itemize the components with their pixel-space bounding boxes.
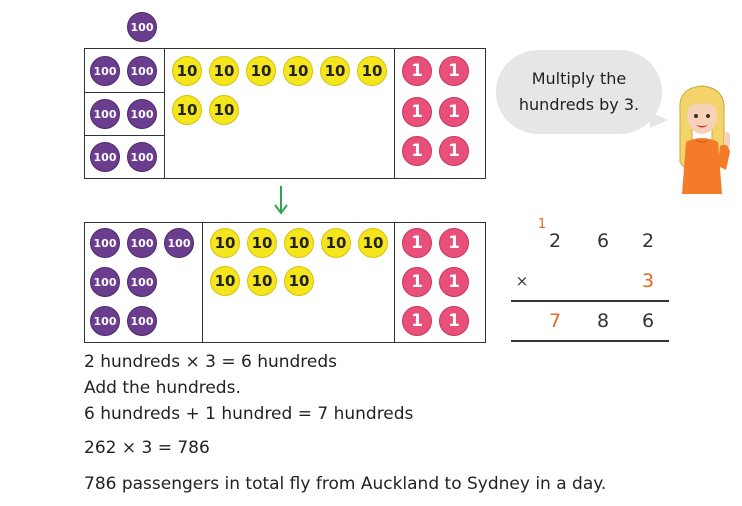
answer-tens-digit: 8 [596,310,610,332]
multiplicand-hundreds-digit: 2 [548,230,562,252]
ten-counter: 10 [209,56,239,86]
bottom-hundreds-column [84,222,203,343]
hundred-counter: 100 [90,306,120,336]
ten-counter: 10 [210,266,240,296]
one-counter: 1 [439,306,469,336]
carry-digit: 1 [537,217,547,232]
one-counter: 1 [402,228,432,258]
hundred-counter: 100 [90,99,120,129]
one-counter: 1 [439,97,469,127]
hundred-counter: 100 [90,267,120,297]
explanation-line-2: Add the hundreds. [84,378,241,398]
ten-counter: 10 [209,95,239,125]
answer-hundreds-digit: 7 [548,310,562,332]
hundred-counter: 100 [127,142,157,172]
speech-bubble: Multiply the hundreds by 3. [496,50,662,134]
one-counter: 1 [439,228,469,258]
ten-counter: 10 [283,56,313,86]
calculation-summary: 262 × 3 = 786 [84,438,210,458]
ten-counter: 10 [284,266,314,296]
speech-line-1: Multiply the [531,69,627,88]
hundred-counter: 100 [127,56,157,86]
column-line-bottom [511,340,669,342]
one-counter: 1 [439,56,469,86]
speech-bubble-tail [650,112,668,128]
ten-counter: 10 [321,228,351,258]
top-hundreds-group-3 [84,135,165,179]
ten-counter: 10 [247,266,277,296]
ten-counter: 10 [247,228,277,258]
down-arrow-icon [274,186,288,215]
ten-counter: 10 [320,56,350,86]
hundred-counter: 100 [127,267,157,297]
one-counter: 1 [402,306,432,336]
multiply-sign: × [515,272,529,290]
one-counter: 1 [402,56,432,86]
multiplicand-tens-digit: 6 [596,230,610,252]
ten-counter: 10 [358,228,388,258]
ten-counter: 10 [357,56,387,86]
girl-character-illustration [679,85,730,194]
ten-counter: 10 [172,95,202,125]
one-counter: 1 [439,136,469,166]
conclusion-sentence: 786 passengers in total fly from Aucklan… [84,474,607,494]
one-counter: 1 [439,267,469,297]
explanation-line-1: 2 hundreds × 3 = 6 hundreds [84,352,338,372]
ten-counter: 10 [246,56,276,86]
ten-counter: 10 [172,56,202,86]
multiplicand-ones-digit: 2 [641,230,655,252]
one-counter: 1 [402,267,432,297]
hundred-counter: 100 [90,228,120,258]
answer-ones-digit: 6 [641,310,655,332]
one-counter: 1 [402,97,432,127]
column-line-top [511,300,669,302]
loose-hundred-counter: 100 [127,12,157,42]
top-ones-column [394,48,486,179]
hundred-counter: 100 [127,99,157,129]
ten-counter: 10 [284,228,314,258]
ten-counter: 10 [210,228,240,258]
hundred-counter: 100 [127,306,157,336]
multiplier-digit: 3 [641,270,655,292]
hundred-counter: 100 [127,228,157,258]
hundred-counter: 100 [90,142,120,172]
hundred-counter: 100 [164,228,194,258]
explanation-line-3: 6 hundreds + 1 hundred = 7 hundreds [84,404,414,424]
speech-line-2: hundreds by 3. [518,95,640,114]
one-counter: 1 [402,136,432,166]
bottom-ones-column [394,222,486,343]
hundred-counter: 100 [90,56,120,86]
